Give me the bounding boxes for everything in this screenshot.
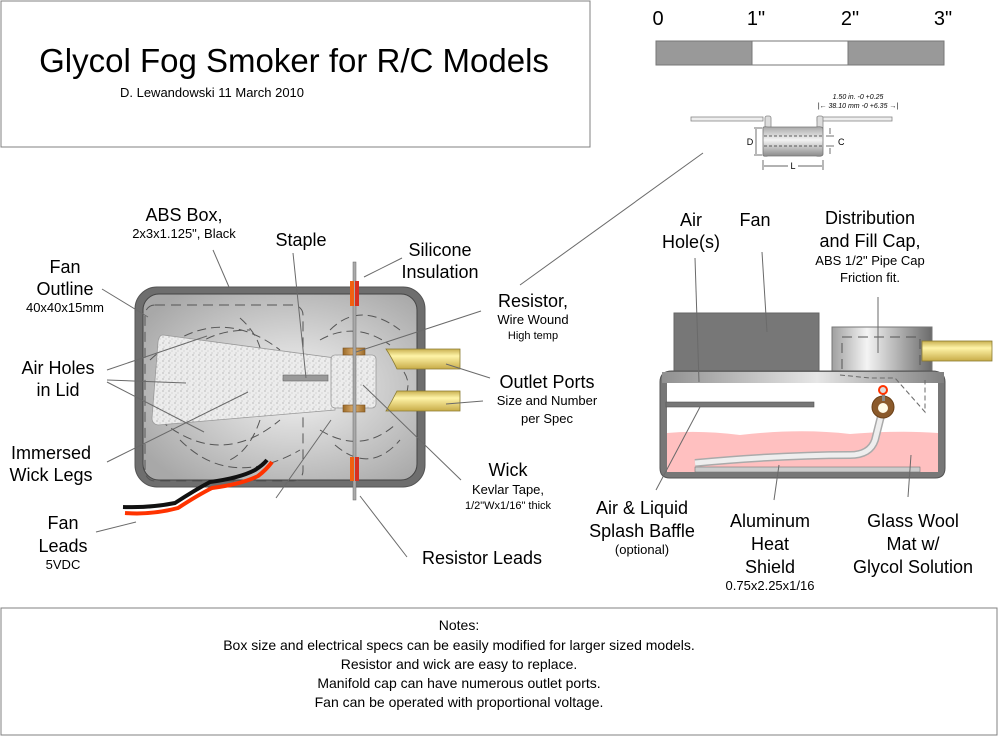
label-cap-1: Distribution xyxy=(825,208,915,228)
label-heat-shield-2: Heat xyxy=(751,534,789,554)
label-air-holes-2: in Lid xyxy=(36,380,79,400)
scale-tick-3: 3" xyxy=(934,8,952,30)
label-baffle-1: Air & Liquid xyxy=(596,498,688,518)
label-baffle-2: Splash Baffle xyxy=(589,521,695,541)
silicone-insulation-bottom xyxy=(350,457,354,481)
label-glass-wool-2: Mat w/ xyxy=(886,534,939,554)
inset-label-l: L xyxy=(790,161,795,171)
label-heat-shield-detail: 0.75x2.25x1/16 xyxy=(726,578,815,593)
label-abs-box: ABS Box, xyxy=(145,205,222,225)
scale-tick-2: 2" xyxy=(841,8,859,30)
notes-heading: Notes: xyxy=(439,617,479,633)
label-wick-detail-1: Kevlar Tape, xyxy=(472,482,544,497)
top-view-leaders xyxy=(95,152,704,558)
label-side-air-1: Air xyxy=(680,210,702,230)
scale-tick-1: 1" xyxy=(747,8,765,30)
page-title: Glycol Fog Smoker for R/C Models xyxy=(39,42,549,79)
label-resistor: Resistor, xyxy=(498,291,568,311)
splash-baffle xyxy=(665,401,815,408)
label-fan-outline-1: Fan xyxy=(49,257,80,277)
resistor-lead-left xyxy=(690,116,764,122)
scale-tick-0: 0 xyxy=(652,8,663,30)
label-cap-detail-1: ABS 1/2" Pipe Cap xyxy=(815,253,924,268)
label-fan-leads-2: Leads xyxy=(38,536,87,556)
side-view-labels: Air Hole(s) Fan Distribution and Fill Ca… xyxy=(589,208,973,593)
resistor-body xyxy=(762,126,824,157)
resistor-inset: D C L 1.50 in. -0 +0.25 |← 38.10 mm -0 +… xyxy=(690,94,899,171)
side-view-drawing xyxy=(659,312,993,479)
label-fan-outline-2: Outline xyxy=(36,279,93,299)
label-fan-leads-1: Fan xyxy=(47,513,78,533)
label-insulation: Insulation xyxy=(401,262,478,282)
note-line-2: Resistor and wick are easy to replace. xyxy=(341,656,578,672)
note-line-1: Box size and electrical specs can be eas… xyxy=(223,637,695,653)
notes-block: Notes: Box size and electrical specs can… xyxy=(0,607,998,736)
label-glass-wool-1: Glass Wool xyxy=(867,511,959,531)
label-resistor-detail-1: Wire Wound xyxy=(497,312,568,327)
label-heat-shield-1: Aluminum xyxy=(730,511,810,531)
lid xyxy=(662,372,944,383)
fan-lead-red xyxy=(124,460,274,516)
glycol-solution xyxy=(667,431,938,472)
inset-label-c: C xyxy=(838,137,845,147)
inset-dim-inches: 1.50 in. -0 +0.25 xyxy=(833,94,884,101)
outlet-port-bottom xyxy=(385,390,461,412)
label-wick: Wick xyxy=(489,460,529,480)
note-line-3: Manifold cap can have numerous outlet po… xyxy=(317,675,600,691)
scale-bar: 0 1" 2" 3" xyxy=(652,8,952,66)
inset-dim-mm: |← 38.10 mm -0 +6.35 →| xyxy=(818,103,899,110)
label-resistor-leads: Resistor Leads xyxy=(422,548,542,568)
scale-segment-3 xyxy=(847,40,945,66)
label-outlet-ports-detail-1: Size and Number xyxy=(497,393,598,408)
title-block: Glycol Fog Smoker for R/C Models D. Lewa… xyxy=(0,0,591,148)
label-wick-legs-1: Immersed xyxy=(11,443,91,463)
outlet-port-top xyxy=(385,348,461,370)
label-abs-box-detail: 2x3x1.125", Black xyxy=(132,226,236,241)
label-fan-leads-detail: 5VDC xyxy=(46,557,81,572)
side-insulation xyxy=(878,385,888,395)
label-side-fan: Fan xyxy=(739,210,770,230)
top-view-labels: ABS Box, 2x3x1.125", Black Staple Silico… xyxy=(9,205,597,572)
heat-shield xyxy=(694,466,921,473)
label-heat-shield-3: Shield xyxy=(745,557,795,577)
scale-segment-1 xyxy=(655,40,753,66)
label-wick-detail-2: 1/2"Wx1/16" thick xyxy=(465,500,552,512)
top-view-drawing xyxy=(122,261,461,516)
label-staple: Staple xyxy=(275,230,326,250)
label-wick-legs-2: Wick Legs xyxy=(9,465,92,485)
label-silicone: Silicone xyxy=(408,240,471,260)
label-baffle-detail: (optional) xyxy=(615,542,669,557)
note-line-4: Fan can be operated with proportional vo… xyxy=(315,694,604,710)
fan-block xyxy=(673,312,820,372)
label-air-holes-1: Air Holes xyxy=(21,358,94,378)
label-cap-2: and Fill Cap, xyxy=(819,231,920,251)
author-date: D. Lewandowski 11 March 2010 xyxy=(120,85,304,100)
label-side-air-2: Hole(s) xyxy=(662,232,720,252)
distribution-cap xyxy=(831,326,933,373)
label-outlet-ports: Outlet Ports xyxy=(499,372,594,392)
label-fan-outline-detail: 40x40x15mm xyxy=(26,300,104,315)
label-outlet-ports-detail-2: per Spec xyxy=(521,411,574,426)
inset-label-d: D xyxy=(747,137,754,147)
resistor-lead-right xyxy=(816,116,893,122)
label-resistor-detail-2: High temp xyxy=(508,330,558,342)
label-glass-wool-3: Glycol Solution xyxy=(853,557,973,577)
wick-body xyxy=(151,334,336,426)
fan-lead-black xyxy=(122,458,269,510)
side-view-leaders xyxy=(655,251,912,501)
side-outlet-port xyxy=(921,340,993,362)
silicone-insulation-top xyxy=(350,281,354,306)
scale-segment-2 xyxy=(751,40,849,66)
label-cap-detail-2: Friction fit. xyxy=(840,270,900,285)
resistor-lead xyxy=(352,261,357,501)
